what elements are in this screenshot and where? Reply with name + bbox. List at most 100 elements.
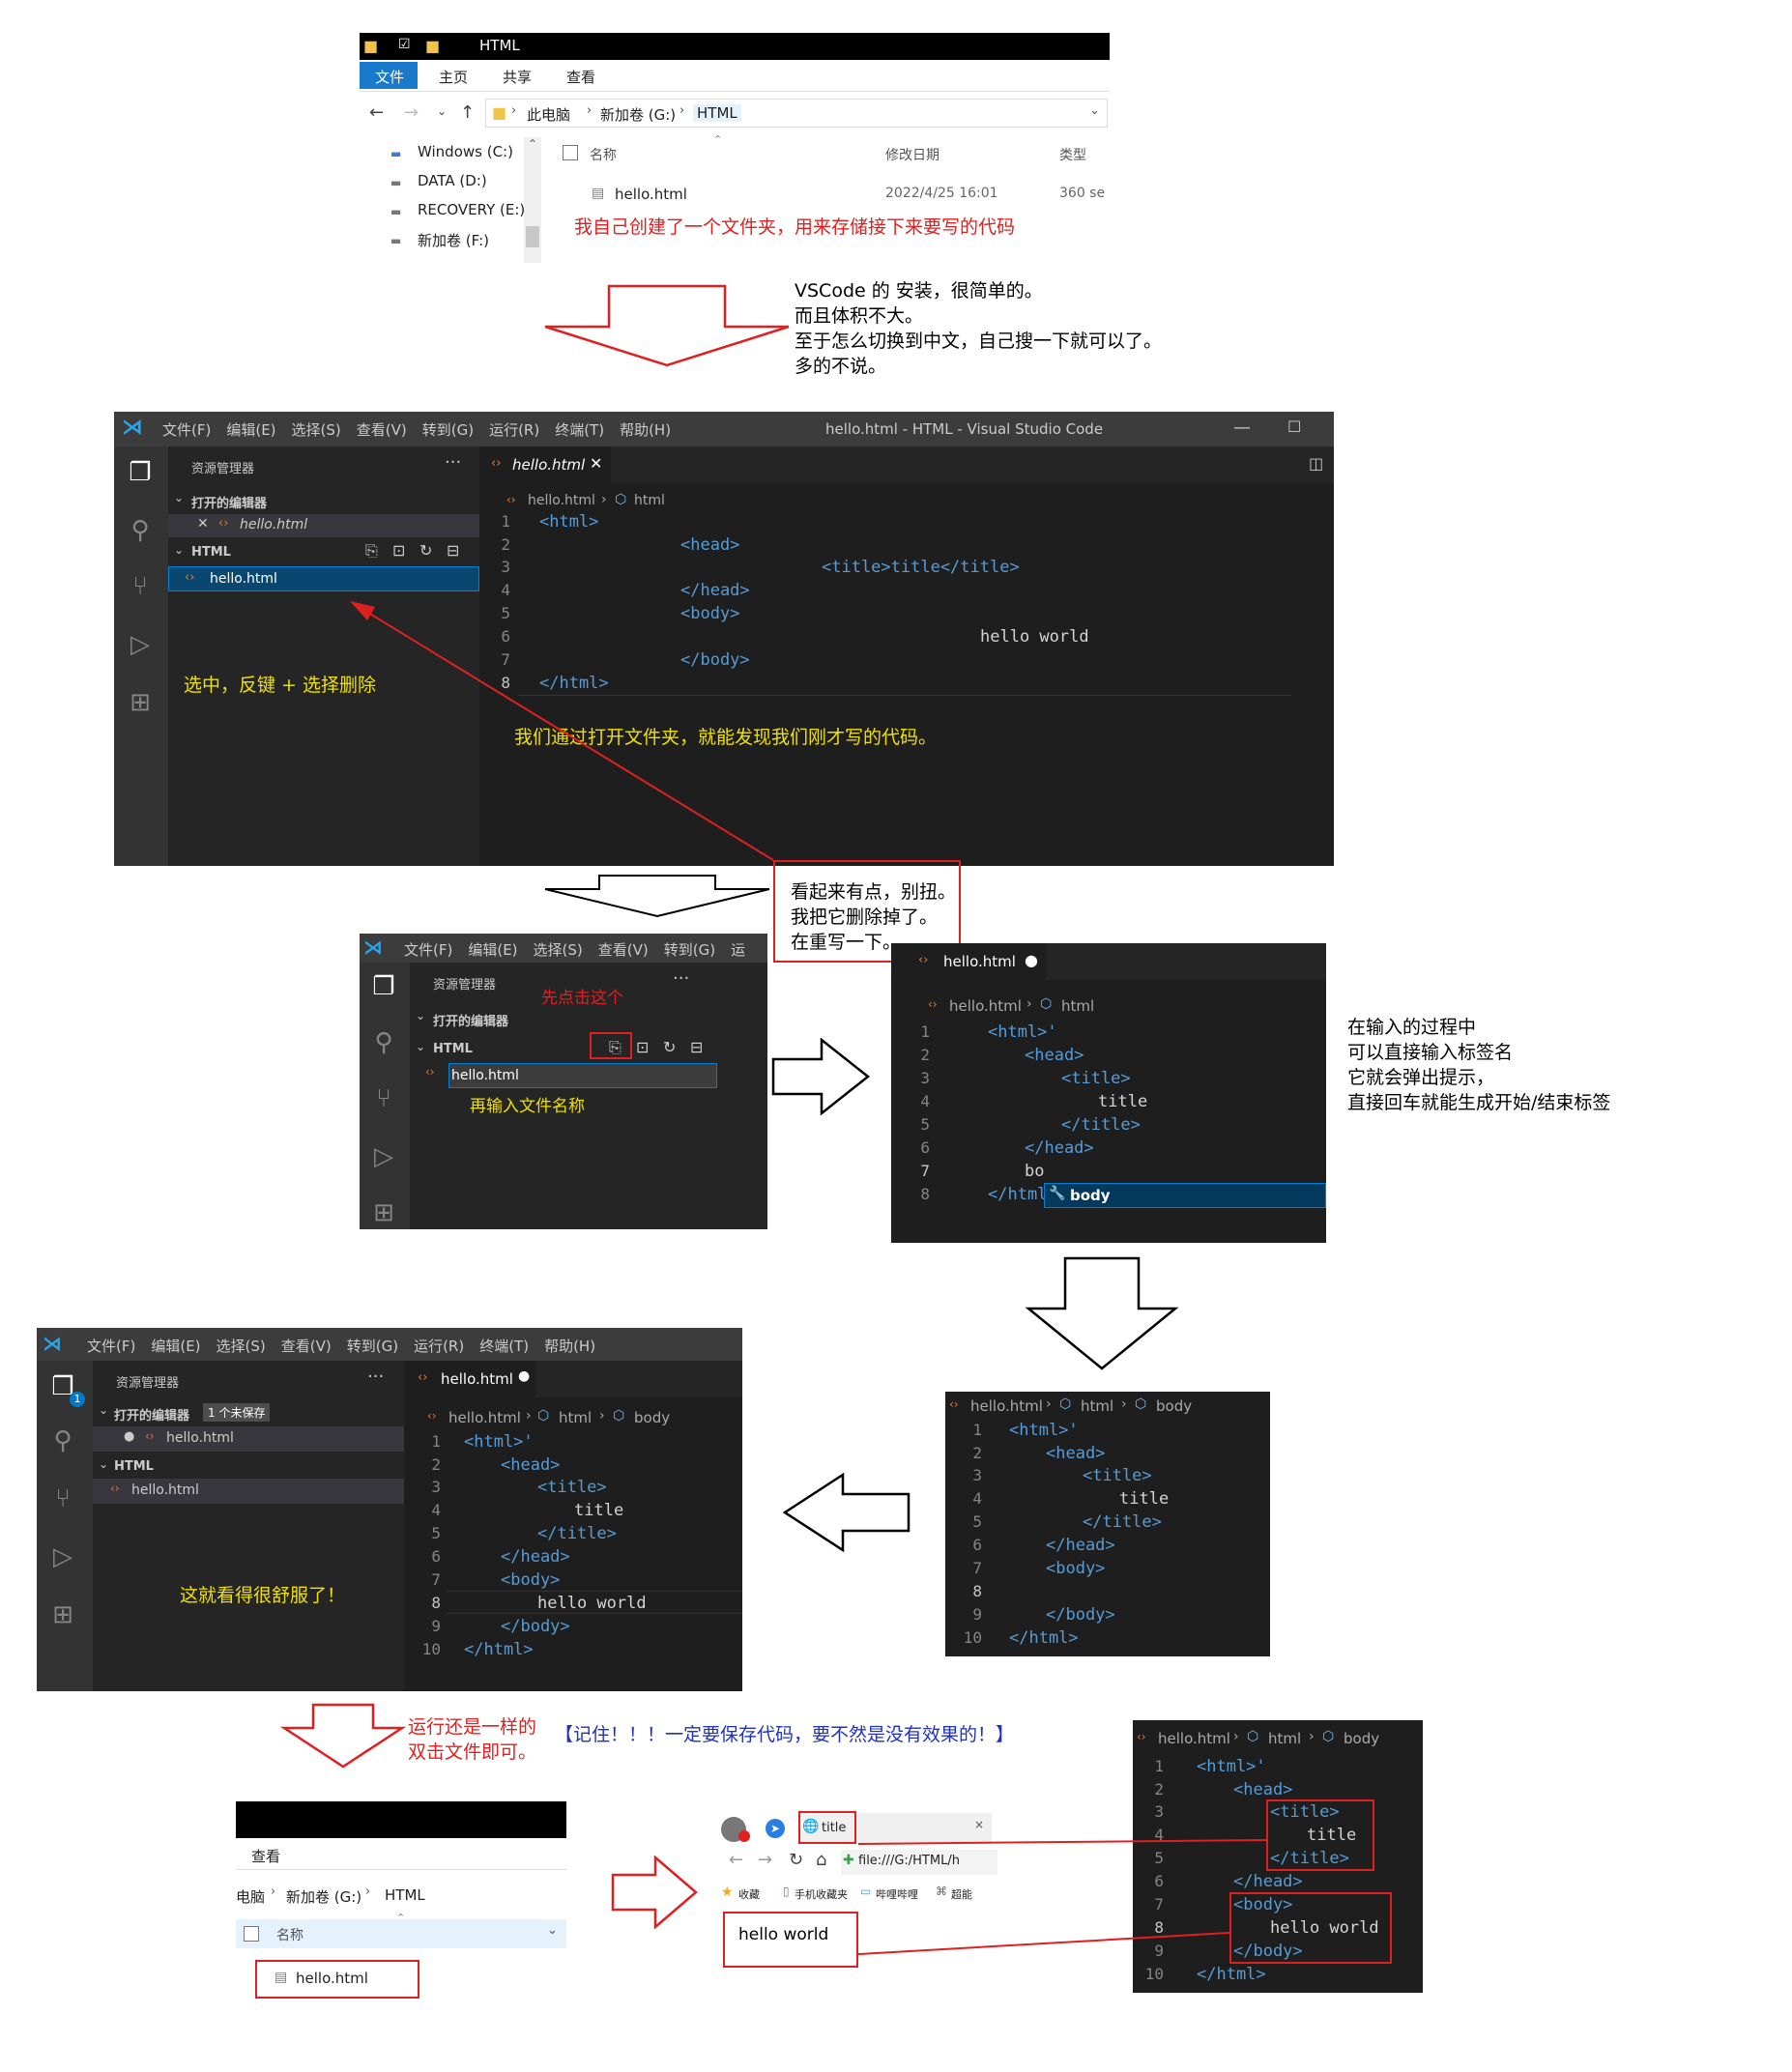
debug-icon[interactable]: ▷ [374,1142,393,1171]
source-control-icon[interactable]: ⑂ [132,572,148,601]
more-icon[interactable]: ··· [445,452,462,473]
crumb-folder[interactable]: HTML [693,104,741,122]
chevron-down-icon[interactable]: ⌄ [416,1009,426,1022]
bookmark-bilibili[interactable]: 哔哩哔哩 [876,1888,918,1901]
menu-view[interactable]: 查看(V) [597,941,649,959]
chevron-down-icon[interactable]: ⌄ [416,1040,426,1053]
menu-goto[interactable]: 转到(G) [421,421,475,439]
menu-run[interactable]: 运 [731,941,746,959]
breadcrumb-file[interactable]: hello.html [528,493,595,508]
new-folder-icon[interactable]: ⊡ [392,541,406,560]
close-icon[interactable]: ✕ [197,516,209,532]
refresh-icon[interactable]: ↻ [419,541,433,560]
scroll-thumb[interactable] [526,226,539,247]
menu-view[interactable]: 查看(V) [280,1338,332,1355]
breadcrumb-body[interactable]: body [634,1409,671,1426]
unsaved-dot-icon[interactable]: ● [1025,951,1038,969]
files-icon[interactable]: ❐ [129,458,152,487]
recent-icon[interactable]: ⌄ [437,104,448,118]
chevron-down-icon[interactable]: ⌄ [174,491,185,504]
back-icon[interactable]: ← [729,1850,744,1870]
up-icon[interactable]: ↑ [460,102,476,123]
folder-header[interactable]: HTML [433,1042,473,1056]
chevron-down-icon[interactable]: ⌄ [99,1403,109,1417]
extensions-icon[interactable]: ⊞ [130,688,151,717]
select-all-checkbox[interactable] [563,145,578,160]
ribbon-tab-file[interactable] [360,62,418,89]
search-icon[interactable]: ⚲ [130,516,150,545]
source-control-icon[interactable]: ⑂ [55,1484,71,1513]
breadcrumb-file[interactable]: hello.html [448,1409,521,1426]
tab-hello[interactable]: ‹› hello.html ● [404,1361,535,1397]
breadcrumb-file[interactable]: hello.html [970,1397,1043,1415]
new-file-icon[interactable]: ⎘ [609,1038,621,1056]
crumb-folder[interactable]: HTML [385,1886,425,1904]
suggest-widget[interactable]: 🔧 body [1044,1183,1326,1208]
breadcrumb-body[interactable]: body [1156,1397,1193,1415]
close-icon[interactable]: ✕ [590,454,603,473]
source-control-icon[interactable]: ⑂ [376,1084,391,1113]
menu-run[interactable]: 运行(R) [489,421,540,439]
breadcrumb-html[interactable]: html [1081,1397,1114,1415]
drive-f[interactable]: 新加卷 (F:) [418,232,489,249]
unsaved-dot-icon[interactable]: ● [518,1368,531,1384]
send-icon[interactable]: ➤ [766,1819,785,1838]
ribbon-tab-share[interactable]: 共享 [503,69,533,86]
breadcrumb-file[interactable]: hello.html [949,997,1022,1015]
new-folder-icon[interactable]: ⊡ [636,1038,650,1056]
drive-c[interactable]: Windows (C:) [418,143,513,160]
menu-edit[interactable]: 编辑(E) [468,941,518,959]
search-icon[interactable]: ⚲ [374,1028,393,1057]
select-all-checkbox[interactable] [244,1926,259,1942]
more-icon[interactable]: ··· [673,968,690,989]
folder-header[interactable]: HTML [191,545,231,560]
col-name[interactable]: 名称 [276,1928,303,1943]
file-row-selected[interactable]: ‹› hello.html [168,566,479,591]
menu-goto[interactable]: 转到(G) [346,1338,399,1355]
breadcrumb-html[interactable]: html [634,493,665,508]
extensions-icon[interactable]: ⊞ [373,1198,394,1227]
menu-edit[interactable]: 编辑(E) [151,1338,201,1355]
crumb-pc[interactable]: 此电脑 [527,106,571,124]
minimize-icon[interactable]: — [1233,417,1251,438]
menu-goto[interactable]: 转到(G) [663,941,716,959]
files-icon[interactable]: ❐ [372,972,395,1001]
nav-scrollbar[interactable]: ⌃ [524,137,541,263]
refresh-icon[interactable]: ↻ [663,1038,677,1056]
address-bar[interactable]: ■ › 此电脑 › 新加卷 (G:) › HTML ⌄ [485,99,1108,128]
col-type[interactable]: 类型 [1059,148,1086,163]
open-editor-row[interactable]: ✕ ‹› hello.html [168,514,479,537]
star-icon[interactable]: ★ [721,1885,734,1900]
menu-edit[interactable]: 编辑(E) [226,421,276,439]
menu-selection[interactable]: 选择(S) [291,421,341,439]
ribbon-tab-view[interactable]: 查看 [566,69,596,86]
breadcrumb-file[interactable]: hello.html [1158,1730,1230,1747]
debug-icon[interactable]: ▷ [130,630,150,659]
files-icon[interactable]: ❐ [51,1372,74,1401]
chevron-down-icon[interactable]: ⌄ [99,1457,109,1471]
col-date[interactable]: 修改日期 [885,148,939,163]
breadcrumb-html[interactable]: html [559,1409,593,1426]
open-editor-row[interactable]: ● ‹› hello.html [93,1426,404,1452]
breadcrumb-body[interactable]: body [1344,1730,1380,1747]
crumb-drive[interactable]: 新加卷 (G:) [600,106,677,124]
file-name[interactable]: hello.html [296,1970,368,1987]
more-icon[interactable]: ··· [367,1367,385,1387]
menu-selection[interactable]: 选择(S) [533,941,583,959]
open-editors-header[interactable]: 打开的编辑器 [433,1015,509,1029]
file-name[interactable]: hello.html [615,186,687,203]
extensions-icon[interactable]: ⊞ [52,1600,73,1629]
unsaved-dot-icon[interactable]: ● [124,1429,135,1444]
split-editor-icon[interactable]: ◫ [1309,454,1324,473]
home-icon[interactable]: ⌂ [816,1850,827,1870]
filename-input[interactable]: hello.html [448,1063,717,1088]
forward-icon[interactable]: → [758,1850,773,1870]
search-icon[interactable]: ⚲ [53,1426,72,1455]
col-name[interactable]: 名称 [590,148,617,163]
menu-file[interactable]: 文件(F) [87,1338,136,1355]
ribbon-tab-home[interactable]: 主页 [439,69,469,86]
breadcrumb-html[interactable]: html [1061,997,1095,1015]
